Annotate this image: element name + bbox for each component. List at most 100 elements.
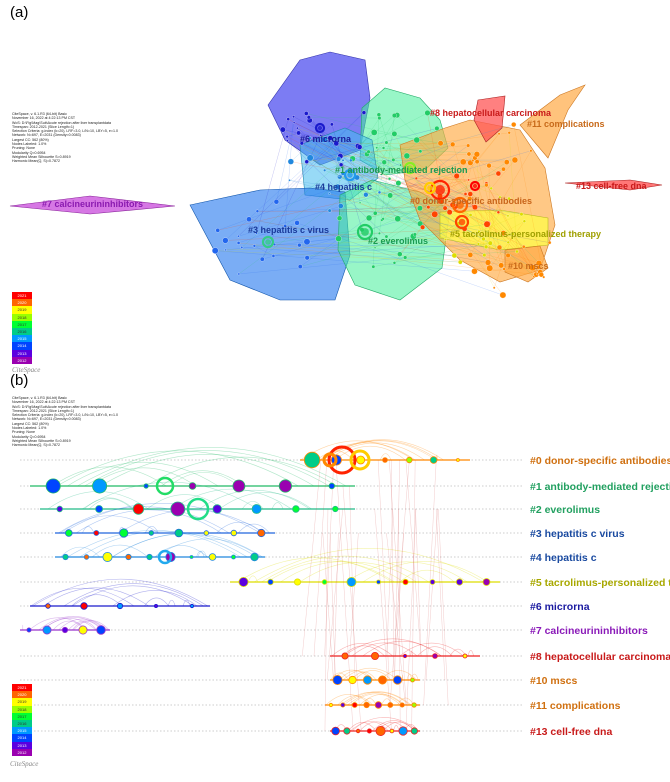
timeline-node <box>455 458 460 462</box>
cluster-label-5: #5 tacrolimus-personalized therapy <box>450 229 601 239</box>
legend-year-swatch: 2020 <box>12 299 32 307</box>
timeline-arc <box>67 530 241 558</box>
network-node <box>484 259 492 266</box>
hub-node-core <box>265 239 271 245</box>
network-edge <box>298 132 441 197</box>
network-edge <box>452 144 484 240</box>
network-node <box>484 183 489 188</box>
network-node <box>511 156 519 164</box>
network-edge <box>329 193 540 264</box>
timeline-node <box>278 479 292 493</box>
timeline-node <box>366 728 372 734</box>
network-node <box>237 234 240 238</box>
timeline-label-10: #11 complications <box>530 700 621 712</box>
timeline-node <box>328 702 333 708</box>
network-edge <box>306 128 437 162</box>
legend-year-swatch: 2021 <box>12 684 32 692</box>
timeline-node <box>146 553 153 561</box>
network-node <box>499 291 507 299</box>
network-edge <box>257 210 450 213</box>
metadata-line: WoS: D:\Fig\Mag\Sub\Acute rejection afte… <box>12 404 112 409</box>
hub-node-core <box>456 201 464 209</box>
network-node <box>468 213 473 217</box>
network-edge <box>289 180 509 243</box>
timeline-arc <box>322 440 439 461</box>
timeline-node <box>410 727 418 735</box>
network-edge <box>299 244 455 256</box>
network-node <box>246 216 252 223</box>
timeline-arc <box>417 646 453 657</box>
hub-node <box>403 161 417 175</box>
timeline-node <box>257 528 266 538</box>
timeline-arc <box>410 650 413 657</box>
network-edge <box>422 133 500 226</box>
network-node <box>381 159 387 165</box>
network-node <box>299 141 304 146</box>
network-edge <box>287 140 459 224</box>
network-edge <box>440 161 464 202</box>
timeline-arc <box>352 721 389 732</box>
timeline-arc <box>62 503 261 534</box>
network-edge <box>238 257 406 275</box>
timeline-arc <box>32 578 208 607</box>
cluster-label-11: #11 complications <box>527 119 605 129</box>
network-edge <box>485 197 501 247</box>
network-node <box>255 209 260 213</box>
network-node <box>319 134 322 137</box>
timeline-node <box>116 602 124 610</box>
network-node <box>372 210 378 216</box>
metadata-line: Selection Criteria: g-index (k=20), LRF=… <box>12 129 118 134</box>
cross-cluster-link <box>386 532 406 706</box>
timeline-node <box>429 579 436 585</box>
timeline-arc <box>266 560 395 583</box>
network-node <box>529 149 533 153</box>
timeline-arc <box>112 533 263 558</box>
network-node <box>538 272 544 278</box>
network-edge <box>386 142 470 199</box>
network-edge <box>276 122 295 202</box>
network-node <box>294 220 300 226</box>
timeline-arc <box>340 692 404 706</box>
network-node <box>506 214 510 218</box>
timeline-arc <box>299 562 417 583</box>
network-node <box>504 159 510 165</box>
network-node <box>547 240 552 245</box>
legend-year-swatch: 2013 <box>12 349 32 357</box>
metadata-line: Weighted Mean Silhouette S=0.8919 <box>12 438 71 443</box>
network-node <box>365 214 373 222</box>
network-node <box>487 240 493 246</box>
timeline-arc <box>119 509 265 534</box>
cross-cluster-link <box>326 508 343 681</box>
cross-cluster-link <box>329 532 336 681</box>
cluster-label-7: #7 calcineurininhibitors <box>42 199 143 209</box>
network-node <box>388 177 392 181</box>
metadata-line: Modularity Q=0.6954 <box>12 150 46 155</box>
cross-cluster-link <box>322 532 334 681</box>
timeline-arc <box>325 694 372 706</box>
timeline-arc <box>334 445 406 461</box>
network-edge <box>329 204 453 211</box>
network-node <box>363 192 369 198</box>
network-edge <box>282 129 358 147</box>
timeline-node <box>455 578 464 586</box>
network-edge <box>300 145 469 267</box>
network-node <box>286 139 289 142</box>
timeline-arc <box>82 526 95 534</box>
timeline-arc <box>237 557 393 583</box>
network-edge <box>476 133 500 162</box>
metadata-line: CiteSpace, v. 6.1.R3 (64-bit) Basic <box>12 112 67 116</box>
legend-year-swatch: 2018 <box>12 705 32 713</box>
citespace-logo-b: CiteSpace <box>10 760 39 768</box>
timeline-arc <box>382 721 415 732</box>
network-node <box>271 254 276 258</box>
metadata-line: November 16, 2022 at 4:22:13 PM CST <box>12 400 76 405</box>
network-edge <box>405 251 517 258</box>
cross-cluster-link <box>405 508 417 732</box>
network-edge <box>381 207 421 221</box>
timeline-arc <box>30 587 135 607</box>
timeline-node <box>389 728 395 734</box>
network-edge <box>359 146 509 217</box>
network-edge <box>273 243 479 257</box>
metadata-line: Largest CC: 562 (80%) <box>12 137 49 142</box>
metadata-line: Network: N=697, E=2031 (Density=0.0083) <box>12 133 81 138</box>
